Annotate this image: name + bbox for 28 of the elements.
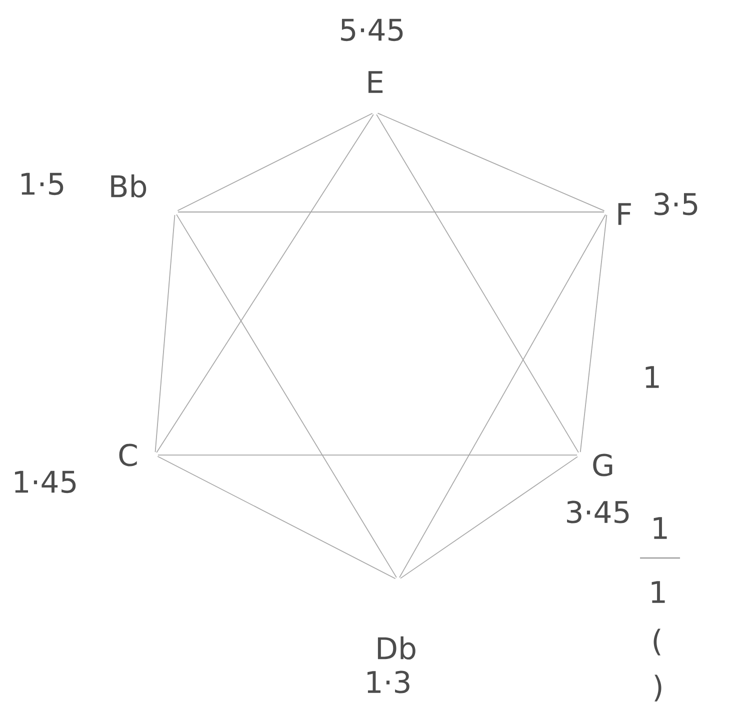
value-label: 5·45 [341,18,403,42]
pencil-line [156,114,374,453]
value-label: 1·45 [15,470,76,494]
pencil-line [400,456,578,579]
value-label: 1·3 [368,670,410,694]
value-label: 3·45 [567,500,629,524]
pencil-line [177,112,373,212]
pencil-line [176,214,397,578]
margin-mark: ( [654,628,660,656]
value-label: 3·5 [654,192,698,216]
vertex-label: E [368,71,383,93]
margin-mark: 1 [654,517,667,539]
pencil-line [158,454,578,456]
pencil-line [399,214,606,578]
pencil-line [154,214,176,452]
vertex-label: G [593,454,612,476]
pencil-line [376,114,579,453]
margin-mark: 1 [652,581,665,603]
margin-mark: ) [654,674,662,702]
pencil-line [377,112,605,212]
vertex-label: Db [378,636,416,660]
pencil-line [580,214,608,452]
vertex-label: C [119,444,137,466]
value-label: 1·5 [22,172,64,196]
pencil-line [157,456,396,580]
margin-mark: 1 [646,366,659,388]
vertex-label: F [618,203,631,225]
vertex-label: Bb [111,174,146,198]
